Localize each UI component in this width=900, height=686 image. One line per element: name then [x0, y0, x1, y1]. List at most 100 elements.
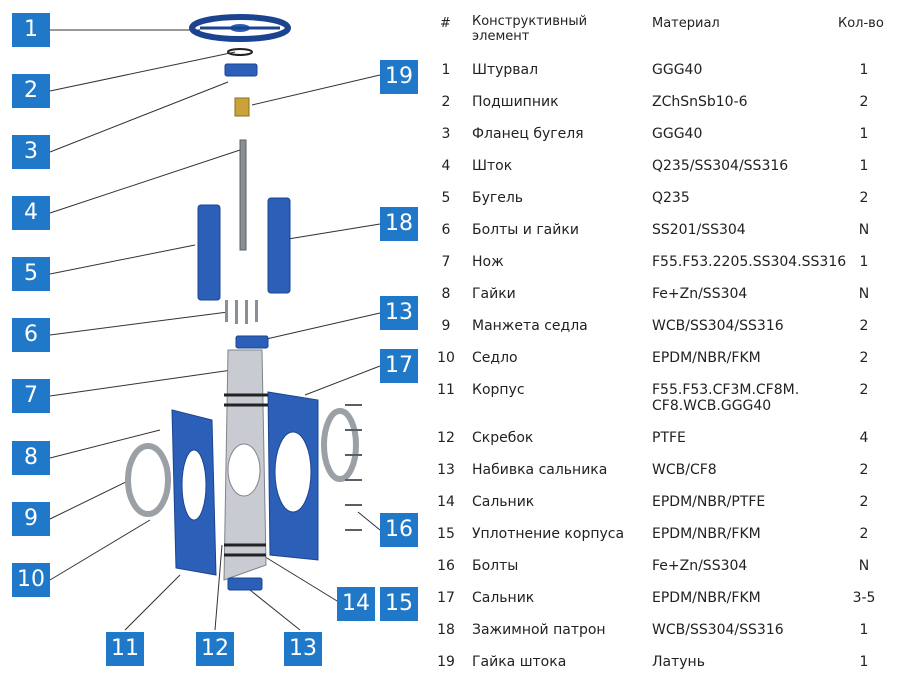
row-element: Шток: [472, 158, 513, 174]
parts-table: # Конструктивный элемент Материал Кол-во…: [432, 0, 892, 675]
row-material: PTFE: [652, 430, 686, 446]
row-qty: 2: [859, 94, 869, 110]
row-element: Болты: [472, 558, 519, 574]
row-qty: 2: [859, 526, 869, 542]
row-material: Q235/SS304/SS316: [652, 158, 789, 174]
callout-18: 18: [380, 207, 418, 241]
row-material: Латунь: [652, 654, 705, 670]
callout-6: 6: [12, 318, 50, 352]
row-qty: 1: [859, 126, 869, 142]
row-material: GGG40: [652, 62, 703, 78]
row-material: WCB/SS304/SS316: [652, 318, 784, 334]
stem-nut-part: [234, 97, 250, 117]
row-qty: 1: [859, 158, 869, 174]
callout-13-bottom: 13: [284, 632, 322, 666]
table-row: 18 Зажимной патрон WCB/SS304/SS316 1: [432, 622, 892, 654]
row-element: Манжета седла: [472, 318, 588, 334]
row-material: EPDM/NBR/FKM: [652, 526, 761, 542]
callout-14: 14: [337, 587, 375, 621]
row-element: Подшипник: [472, 94, 559, 110]
bearing-part: [227, 48, 253, 56]
callout-5: 5: [12, 257, 50, 291]
row-element: Сальник: [472, 494, 535, 510]
row-material: F55.F53.2205.SS304.SS316: [652, 254, 847, 270]
row-material: Fe+Zn/SS304: [652, 286, 748, 302]
header-element: Конструктивный элемент: [472, 14, 588, 44]
table-row: 15 Уплотнение корпуса EPDM/NBR/FKM 2: [432, 526, 892, 558]
row-num: 7: [441, 254, 451, 270]
row-num: 19: [437, 654, 455, 670]
callout-10: 10: [12, 563, 50, 597]
row-element: Нож: [472, 254, 504, 270]
packing-rings: [224, 393, 268, 557]
row-qty: 4: [859, 430, 869, 446]
callout-7: 7: [12, 379, 50, 413]
table-row: 4 Шток Q235/SS304/SS316 1: [432, 158, 892, 190]
row-qty: 2: [859, 382, 869, 398]
row-material: WCB/SS304/SS316: [652, 622, 784, 638]
row-element: Набивка сальника: [472, 462, 608, 478]
row-qty: 2: [859, 494, 869, 510]
row-material: EPDM/NBR/PTFE: [652, 494, 766, 510]
row-element: Зажимной патрон: [472, 622, 606, 638]
stem-part: [239, 139, 247, 251]
row-qty: 2: [859, 318, 869, 334]
row-element: Скребок: [472, 430, 534, 446]
row-material: EPDM/NBR/FKM: [652, 350, 761, 366]
row-material: EPDM/NBR/FKM: [652, 590, 761, 606]
exploded-valve-diagram: 1 2 3 4 5 6 7 8 9 10 11 12 13 19 18 13 1…: [0, 0, 430, 675]
row-material: ZChSnSb10-6: [652, 94, 748, 110]
row-qty: 2: [859, 462, 869, 478]
callout-1: 1: [12, 13, 50, 47]
row-material: SS201/SS304: [652, 222, 746, 238]
row-num: 10: [437, 350, 455, 366]
callout-11: 11: [106, 632, 144, 666]
seat-ring-left: [125, 443, 171, 517]
callout-2: 2: [12, 74, 50, 108]
row-num: 16: [437, 558, 455, 574]
row-material: Fe+Zn/SS304: [652, 558, 748, 574]
row-qty: N: [858, 558, 870, 574]
valve-drawing: [49, 14, 381, 631]
row-num: 12: [437, 430, 455, 446]
gland-bottom-part: [227, 577, 263, 591]
row-material: F55.F53.CF3M.CF8M. CF8.WCB.GGG40: [652, 382, 800, 414]
row-num: 15: [437, 526, 455, 542]
callout-19: 19: [380, 60, 418, 94]
row-num: 18: [437, 622, 455, 638]
callout-17: 17: [380, 349, 418, 383]
row-num: 3: [441, 126, 451, 142]
row-qty: 1: [859, 622, 869, 638]
table-row: 16 Болты Fe+Zn/SS304 N: [432, 558, 892, 590]
row-element: Гайка штока: [472, 654, 567, 670]
leader-lines: [49, 29, 381, 631]
row-element: Уплотнение корпуса: [472, 526, 625, 542]
row-qty: 3-5: [852, 590, 876, 606]
row-qty: N: [858, 222, 870, 238]
yoke-left-part: [197, 204, 221, 301]
row-element: Корпус: [472, 382, 525, 398]
row-element: Болты и гайки: [472, 222, 579, 238]
row-num: 4: [441, 158, 451, 174]
row-num: 8: [441, 286, 451, 302]
callout-16: 16: [380, 513, 418, 547]
callout-3: 3: [12, 135, 50, 169]
seat-ring-right: [321, 408, 359, 482]
row-qty: N: [858, 286, 870, 302]
row-qty: 1: [859, 654, 869, 670]
handwheel-part: [189, 14, 291, 42]
callout-12: 12: [196, 632, 234, 666]
row-qty: 2: [859, 350, 869, 366]
row-num: 6: [441, 222, 451, 238]
row-num: 1: [441, 62, 451, 78]
